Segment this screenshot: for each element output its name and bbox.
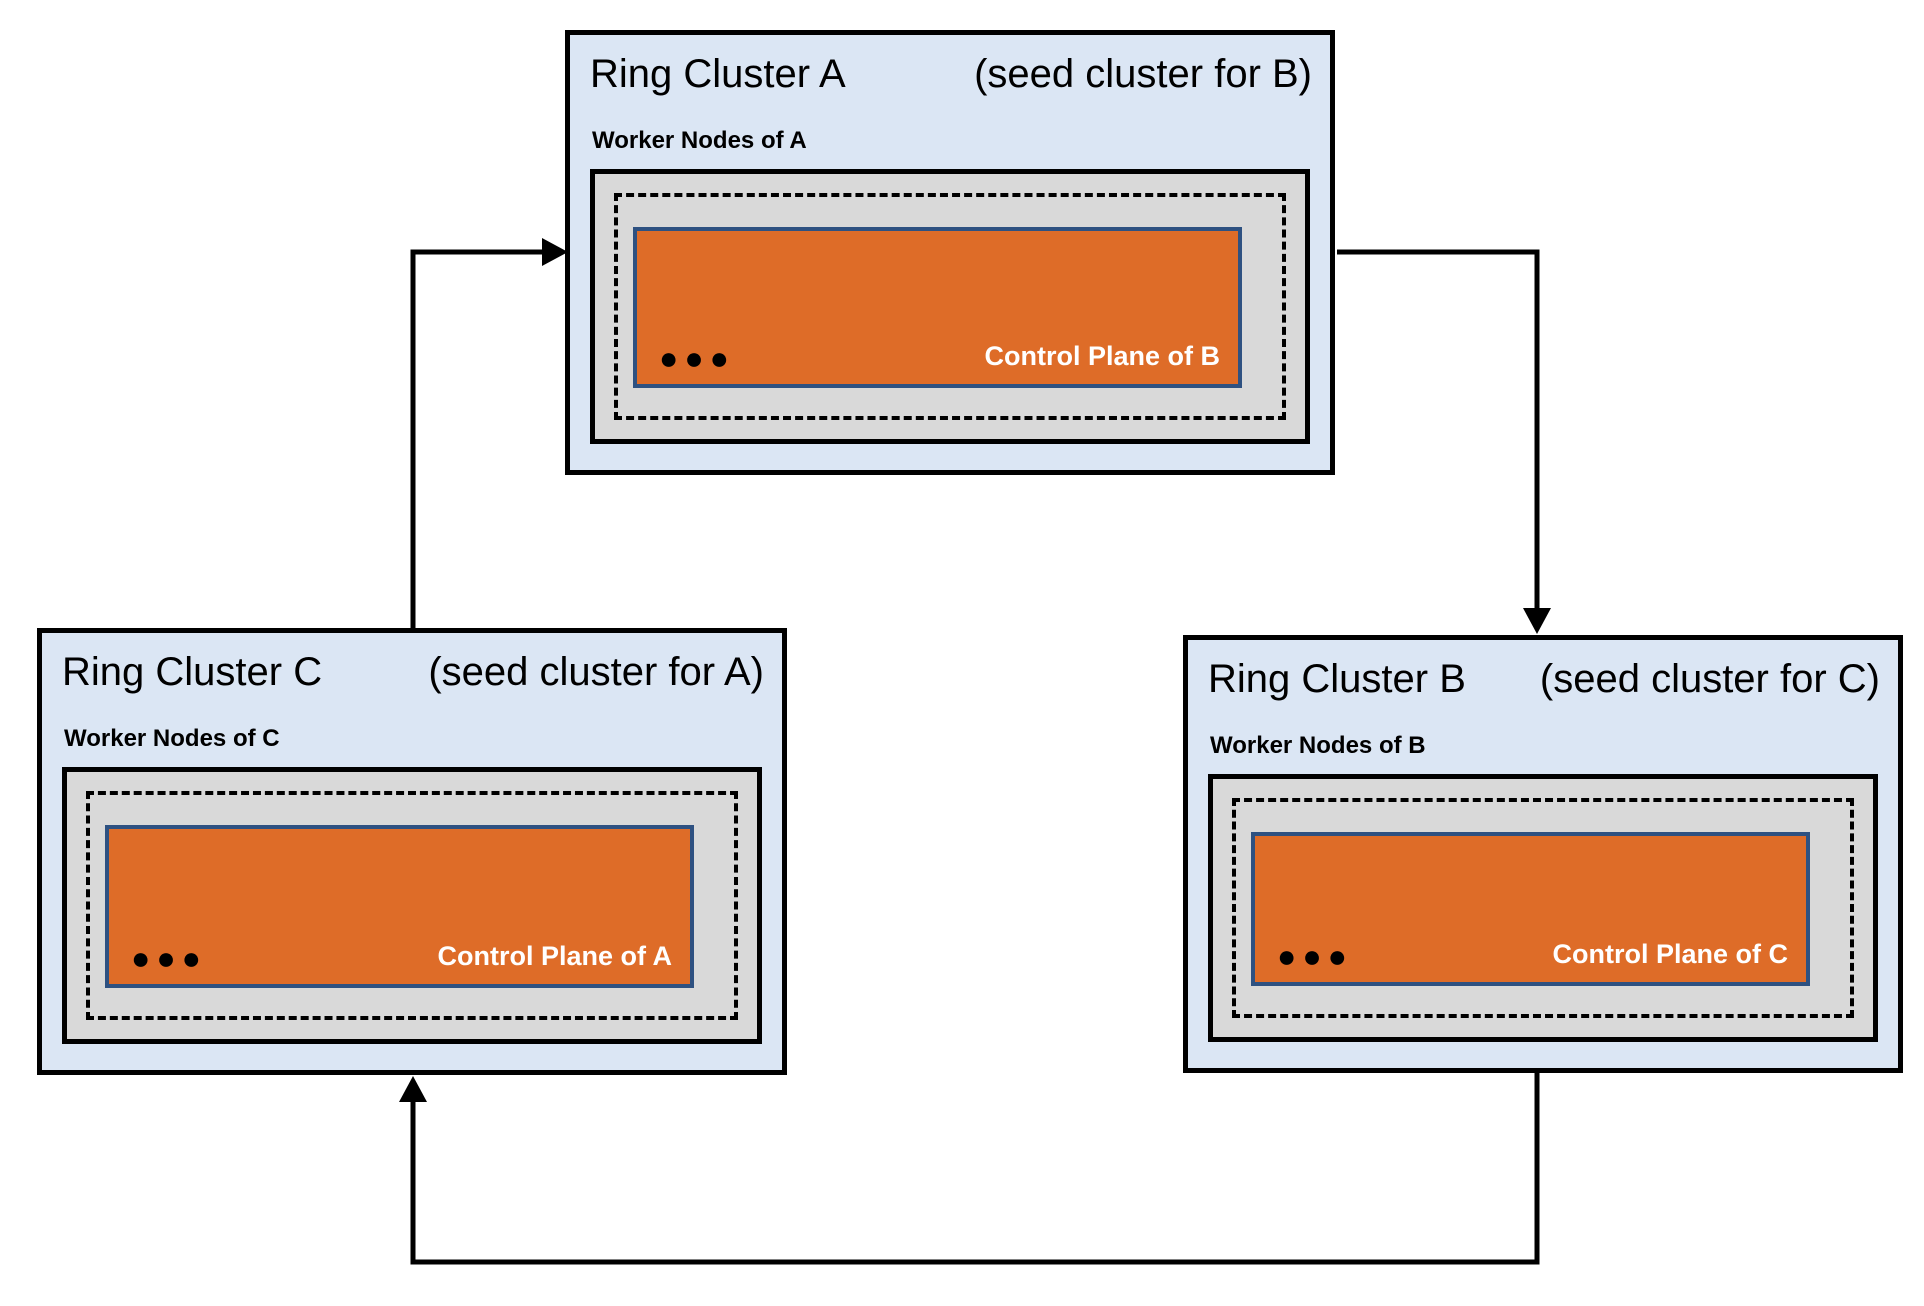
cluster-b-title: Ring Cluster B: [1208, 657, 1466, 701]
cluster-a-dashed-boundary: ●●● Control Plane of B: [614, 193, 1286, 420]
cluster-c-box: Ring Cluster C (seed cluster for A) Work…: [37, 628, 787, 1075]
cluster-c-title-row: Ring Cluster C (seed cluster for A): [42, 633, 782, 695]
arrow-a-to-b: [1337, 249, 1551, 634]
cluster-b-title-row: Ring Cluster B (seed cluster for C): [1188, 640, 1898, 702]
cluster-a-title: Ring Cluster A: [590, 52, 846, 96]
cluster-a-worker-nodes-box: ●●● Control Plane of B: [590, 169, 1310, 444]
cluster-b-seed-note: (seed cluster for C): [1539, 657, 1880, 701]
cluster-b-control-plane-label: Control Plane of C: [1552, 939, 1789, 970]
cluster-a-worker-nodes-label: Worker Nodes of A: [592, 127, 807, 154]
arrow-b-to-c: [399, 1073, 1540, 1265]
cluster-c-dashed-boundary: ●●● Control Plane of A: [86, 791, 738, 1020]
cluster-a-title-row: Ring Cluster A (seed cluster for B): [570, 35, 1330, 97]
ellipsis-dots: ●●●: [1277, 938, 1353, 975]
cluster-c-worker-nodes-label: Worker Nodes of C: [64, 725, 280, 752]
cluster-c-worker-nodes-box: ●●● Control Plane of A: [62, 767, 762, 1044]
arrow-c-to-a: [410, 238, 568, 628]
cluster-c-title: Ring Cluster C: [62, 650, 323, 694]
cluster-b-box: Ring Cluster B (seed cluster for C) Work…: [1183, 635, 1903, 1073]
ellipsis-dots: ●●●: [659, 340, 735, 377]
cluster-a-control-plane-label: Control Plane of B: [984, 341, 1221, 372]
cluster-c-seed-note: (seed cluster for A): [428, 650, 764, 694]
ellipsis-dots: ●●●: [131, 940, 207, 977]
cluster-c-control-plane-box: ●●● Control Plane of A: [105, 825, 694, 988]
cluster-a-seed-note: (seed cluster for B): [974, 52, 1312, 96]
cluster-a-box: Ring Cluster A (seed cluster for B) Work…: [565, 30, 1335, 475]
cluster-b-control-plane-box: ●●● Control Plane of C: [1251, 832, 1810, 986]
cluster-a-control-plane-box: ●●● Control Plane of B: [633, 227, 1242, 388]
cluster-b-worker-nodes-label: Worker Nodes of B: [1210, 732, 1426, 759]
cluster-c-control-plane-label: Control Plane of A: [437, 941, 673, 972]
cluster-b-worker-nodes-box: ●●● Control Plane of C: [1208, 774, 1878, 1042]
cluster-b-dashed-boundary: ●●● Control Plane of C: [1232, 798, 1854, 1018]
